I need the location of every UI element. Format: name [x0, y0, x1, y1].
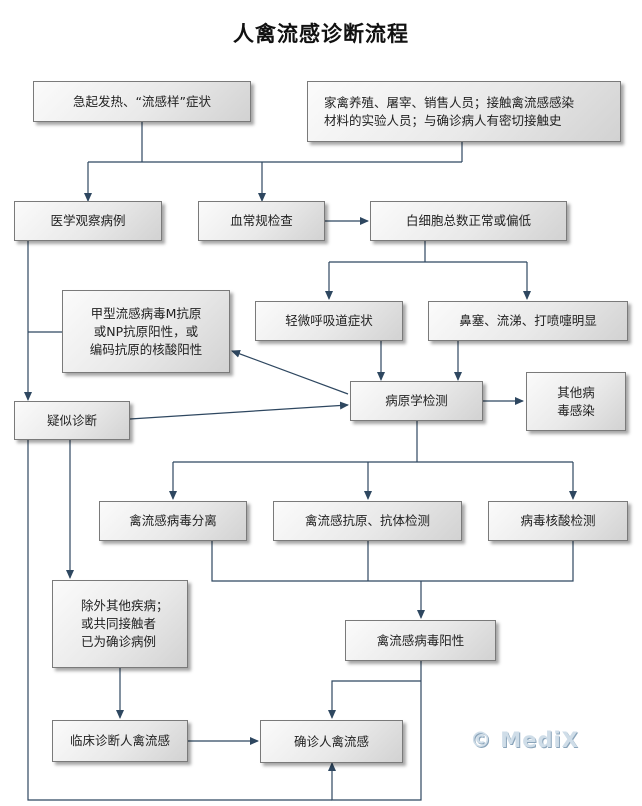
node-nasal-symptoms: 鼻塞、流涕、打喷嚏明显 — [428, 301, 628, 341]
node-virus-positive: 禽流感病毒阳性 — [345, 620, 496, 661]
node-other-virus-infection: 其他病 毒感染 — [526, 372, 626, 431]
node-medical-observation: 医学观察病例 — [14, 201, 162, 241]
node-clinical-diagnosis: 临床诊断人禽流感 — [52, 720, 188, 762]
node-blood-test: 血常规检查 — [198, 201, 325, 241]
connector — [129, 401, 349, 420]
node-fever-symptoms: 急起发热、“流感样”症状 — [33, 81, 251, 122]
node-suspected-diagnosis: 疑似诊断 — [14, 401, 130, 440]
node-nucleic-acid-test: 病毒核酸检测 — [488, 501, 628, 541]
connector — [328, 680, 421, 719]
node-exposure-history: 家禽养殖、屠宰、销售人员；接触禽流感感染 材料的实验人员；与确诊病人有密切接触史 — [307, 81, 621, 142]
node-mild-respiratory: 轻微呼吸道症状 — [255, 301, 403, 341]
node-pathogen-test: 病原学检测 — [350, 381, 483, 421]
watermark-logo: © MediX — [470, 728, 579, 752]
node-virus-isolation: 禽流感病毒分离 — [99, 501, 247, 541]
node-antigen-antibody-test: 禽流感抗原、抗体检测 — [273, 501, 462, 541]
node-wbc-normal-low: 白细胞总数正常或偏低 — [370, 201, 567, 241]
connector — [27, 440, 332, 801]
connector — [211, 541, 574, 582]
page-title: 人禽流感诊断流程 — [233, 21, 409, 46]
node-confirmed-diagnosis: 确诊人禽流感 — [260, 720, 403, 763]
node-exclude-other-diseases: 除外其他疾病； 或共同接触者 已为确诊病例 — [52, 580, 188, 668]
node-antigen-positive: 甲型流感病毒M抗原 或NP抗原阳性，或 编码抗原的核酸阳性 — [62, 290, 230, 373]
connector — [231, 350, 349, 395]
connector — [328, 661, 422, 801]
